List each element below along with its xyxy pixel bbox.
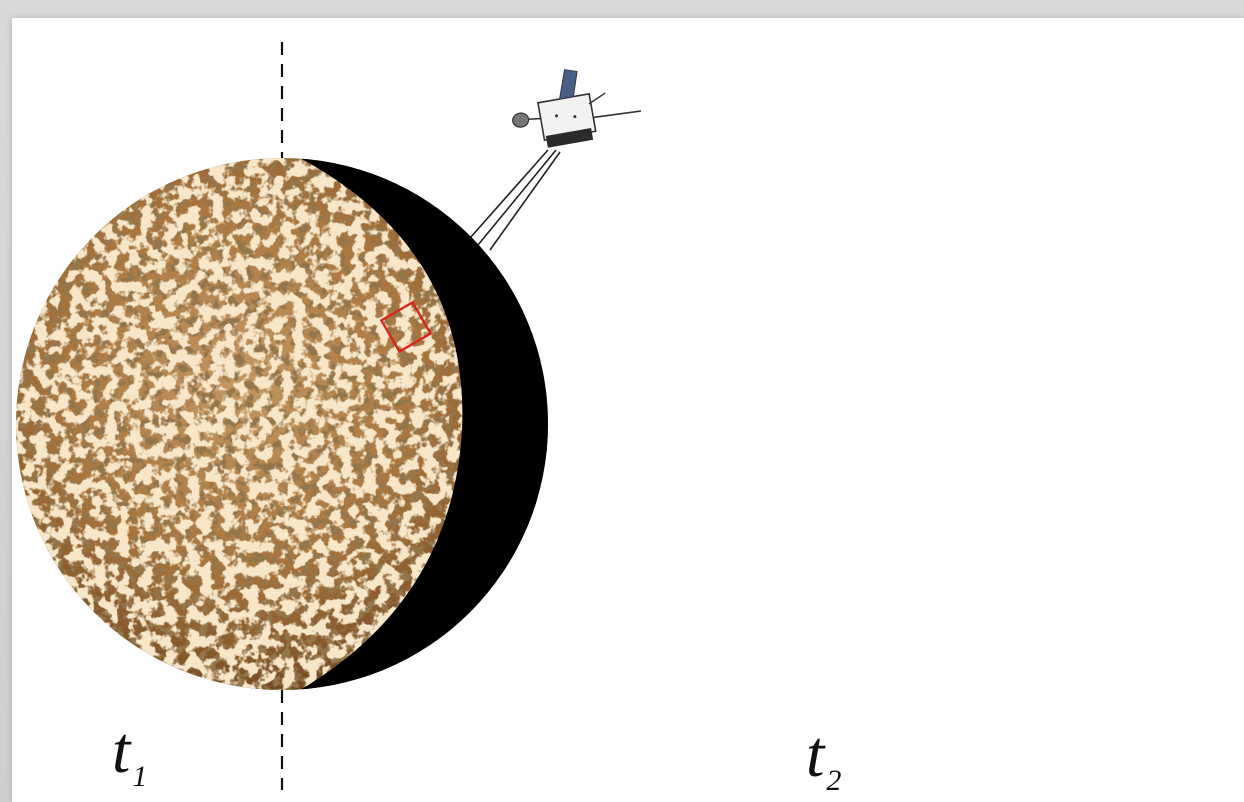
spacecraft-icon-left: [505, 58, 644, 153]
time-symbol-t2: t: [806, 718, 824, 791]
time-symbol-t1: t: [112, 714, 130, 787]
time-subscript-t2: 2: [826, 764, 841, 797]
time-label-t2: t2: [806, 722, 839, 788]
time-subscript-t1: 1: [132, 760, 147, 793]
planet-globe-left: [16, 158, 560, 690]
left-panel: [16, 42, 644, 790]
time-label-t1: t1: [112, 718, 145, 784]
view-lines-left: [470, 150, 560, 250]
